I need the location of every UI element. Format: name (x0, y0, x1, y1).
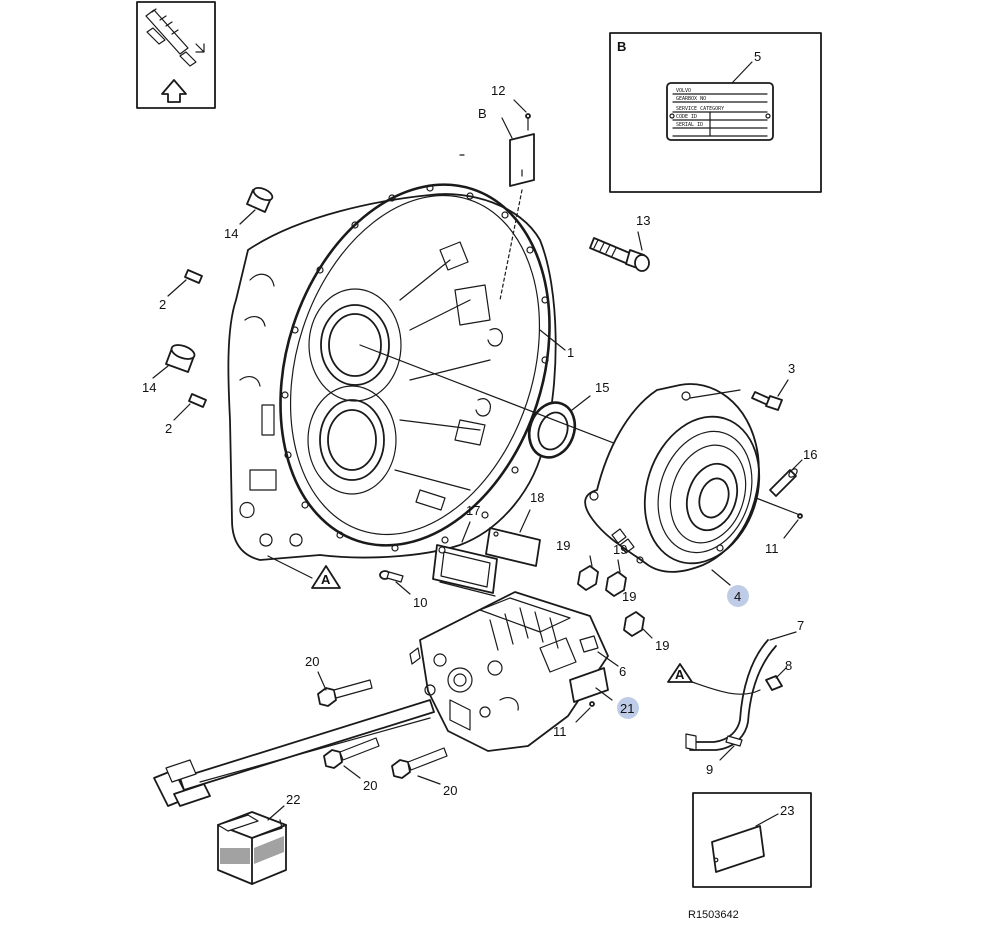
view-a-bracket-marker: A (667, 663, 761, 695)
screw-3: 3 (751, 361, 795, 411)
callout-19-b: 19 (613, 542, 627, 557)
callout-2-upper: 2 (159, 297, 166, 312)
plate-line-4: SERIAL ID (676, 122, 703, 128)
plate-bracket-b: B (478, 106, 535, 187)
callout-12: 12 (491, 83, 505, 98)
guide-pin-upper: 2 (159, 269, 203, 312)
inset-b-plate-detail: B VOLVO GEARBOX NO SERVICE CATEGORY CODE… (609, 32, 822, 193)
plate-line-2: SERVICE CATEGORY (676, 106, 724, 112)
dowel-sleeve-upper: 14 (224, 186, 274, 241)
plate-line-1: GEARBOX NO (676, 96, 706, 102)
plate-b-letter: B (478, 106, 487, 121)
callout-11-lower: 11 (553, 724, 567, 739)
callout-17: 17 (466, 503, 480, 518)
callout-4: 4 (734, 589, 741, 604)
inset-b-letter: B (617, 39, 626, 54)
inset-23-label: 23 (692, 792, 812, 888)
nut-19-b: 19 19 (605, 542, 636, 604)
callout-19-c: 19 (622, 589, 636, 604)
bolt-20-lower: 20 (391, 747, 457, 798)
housing-cover-4: 4 (584, 383, 761, 607)
callout-19-a: 19 (556, 538, 570, 553)
callout-18: 18 (530, 490, 544, 505)
clutch-housing: 1 (227, 154, 574, 561)
view-a-main-letter: A (321, 572, 331, 587)
screw-11-lower: 11 (553, 701, 595, 739)
callout-21-highlight (617, 697, 639, 719)
callout-1: 1 (567, 345, 574, 360)
callout-14-lower: 14 (142, 380, 156, 395)
callout-5: 5 (754, 49, 761, 64)
package-box-22: 22 (217, 792, 300, 885)
screw-10: 10 (379, 570, 427, 610)
callout-23: 23 (780, 803, 794, 818)
callout-4-highlight (727, 585, 749, 607)
pull-handle-assembly (153, 699, 435, 807)
callout-15: 15 (595, 380, 609, 395)
sleeve-16: 16 (769, 447, 817, 497)
callout-8: 8 (785, 658, 792, 673)
dowel-sleeve-lower: 14 (142, 344, 196, 395)
callout-20-middle: 20 (363, 778, 377, 793)
nut-19-a: 19 (556, 538, 599, 591)
screw-11-right: 11 (765, 513, 803, 556)
guide-pin-lower: 2 (165, 393, 207, 436)
callout-22: 22 (286, 792, 300, 807)
callout-11-right: 11 (765, 541, 779, 556)
bolt-13: 13 (589, 213, 650, 272)
screw-12: 12 (491, 83, 531, 131)
gasket-17: 17 (432, 503, 498, 597)
label-plate-21: 21 (569, 667, 639, 719)
callout-20-upper: 20 (305, 654, 319, 669)
bolt-20-upper: 20 (305, 654, 373, 707)
gear-selector-unit-6: 6 (409, 591, 626, 752)
callout-3: 3 (788, 361, 795, 376)
callout-19-d: 19 (655, 638, 669, 653)
plate-brand: VOLVO (676, 88, 691, 94)
callout-10: 10 (413, 595, 427, 610)
cover-plate-18: 18 (485, 490, 544, 567)
callout-2-lower: 2 (165, 421, 172, 436)
bolt-20-middle: 20 (323, 737, 380, 793)
orientation-icon (136, 1, 216, 109)
screw-9: 9 (706, 735, 743, 777)
view-a-bracket-letter: A (675, 667, 685, 682)
view-a-main-marker: A (267, 555, 341, 589)
plate-line-3: CODE ID (676, 114, 697, 120)
callout-9: 9 (706, 762, 713, 777)
clip-8: 8 (765, 658, 792, 691)
drawing-reference-number: R1503642 (688, 909, 739, 921)
shaft-seal-15: 15 (527, 380, 609, 459)
callout-21: 21 (620, 701, 634, 716)
callout-16: 16 (803, 447, 817, 462)
nut-19-c: 19 (623, 611, 669, 653)
callout-7: 7 (797, 618, 804, 633)
callout-14-upper: 14 (224, 226, 238, 241)
callout-6: 6 (619, 664, 626, 679)
pipe-bracket-7: 7 (685, 618, 804, 751)
callout-20-lower: 20 (443, 783, 457, 798)
up-arrow-icon (161, 79, 187, 103)
callout-13: 13 (636, 213, 650, 228)
